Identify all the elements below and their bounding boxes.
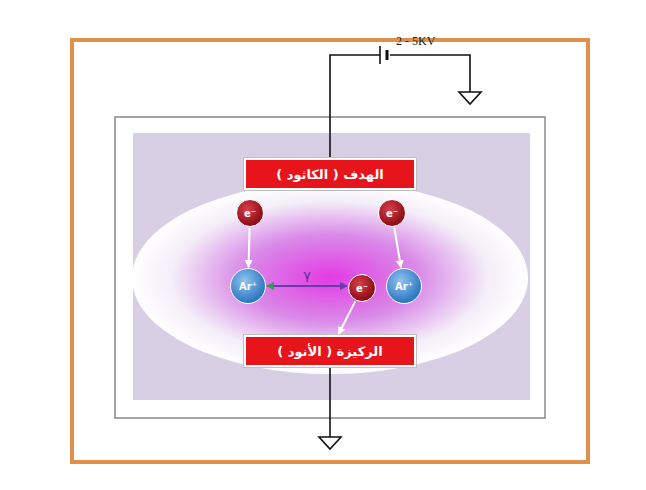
battery-plate bbox=[379, 46, 381, 64]
argon-ion-circle: Ar⁺ bbox=[230, 268, 266, 304]
argon-ion-circle: Ar⁺ bbox=[386, 268, 422, 304]
ground-wire bbox=[329, 366, 331, 437]
battery-plate bbox=[386, 50, 389, 60]
node-text: الركيزة ( الأنود ) bbox=[277, 344, 382, 359]
electron-circle: e⁻ bbox=[236, 199, 264, 227]
arrow-connector bbox=[267, 285, 347, 287]
ground-symbol bbox=[459, 92, 481, 104]
arrow-connector bbox=[339, 301, 356, 334]
substrate-anode-box: الركيزة ( الأنود ) bbox=[244, 335, 416, 367]
outer-frame bbox=[72, 40, 588, 462]
ground-symbol bbox=[319, 437, 341, 449]
supply-wire bbox=[330, 55, 470, 160]
arrow-connector bbox=[394, 228, 400, 267]
node-text: Ar⁺ bbox=[395, 281, 413, 292]
photon-label: γ bbox=[303, 268, 310, 282]
node-text: Ar⁺ bbox=[239, 281, 257, 292]
electron-circle: e⁻ bbox=[378, 199, 406, 227]
node-text: e⁻ bbox=[244, 208, 256, 219]
electron-circle: e⁻ bbox=[348, 274, 376, 302]
plasma-glow bbox=[132, 182, 528, 374]
voltage-label: 2 - 5KV bbox=[396, 34, 435, 49]
arrow-connector bbox=[249, 228, 250, 267]
node-text: الهدف ( الكاثود ) bbox=[276, 167, 383, 182]
chamber-panel bbox=[133, 133, 530, 400]
target-cathode-box: الهدف ( الكاثود ) bbox=[244, 158, 416, 190]
node-text: e⁻ bbox=[356, 283, 368, 294]
node-text: e⁻ bbox=[386, 208, 398, 219]
